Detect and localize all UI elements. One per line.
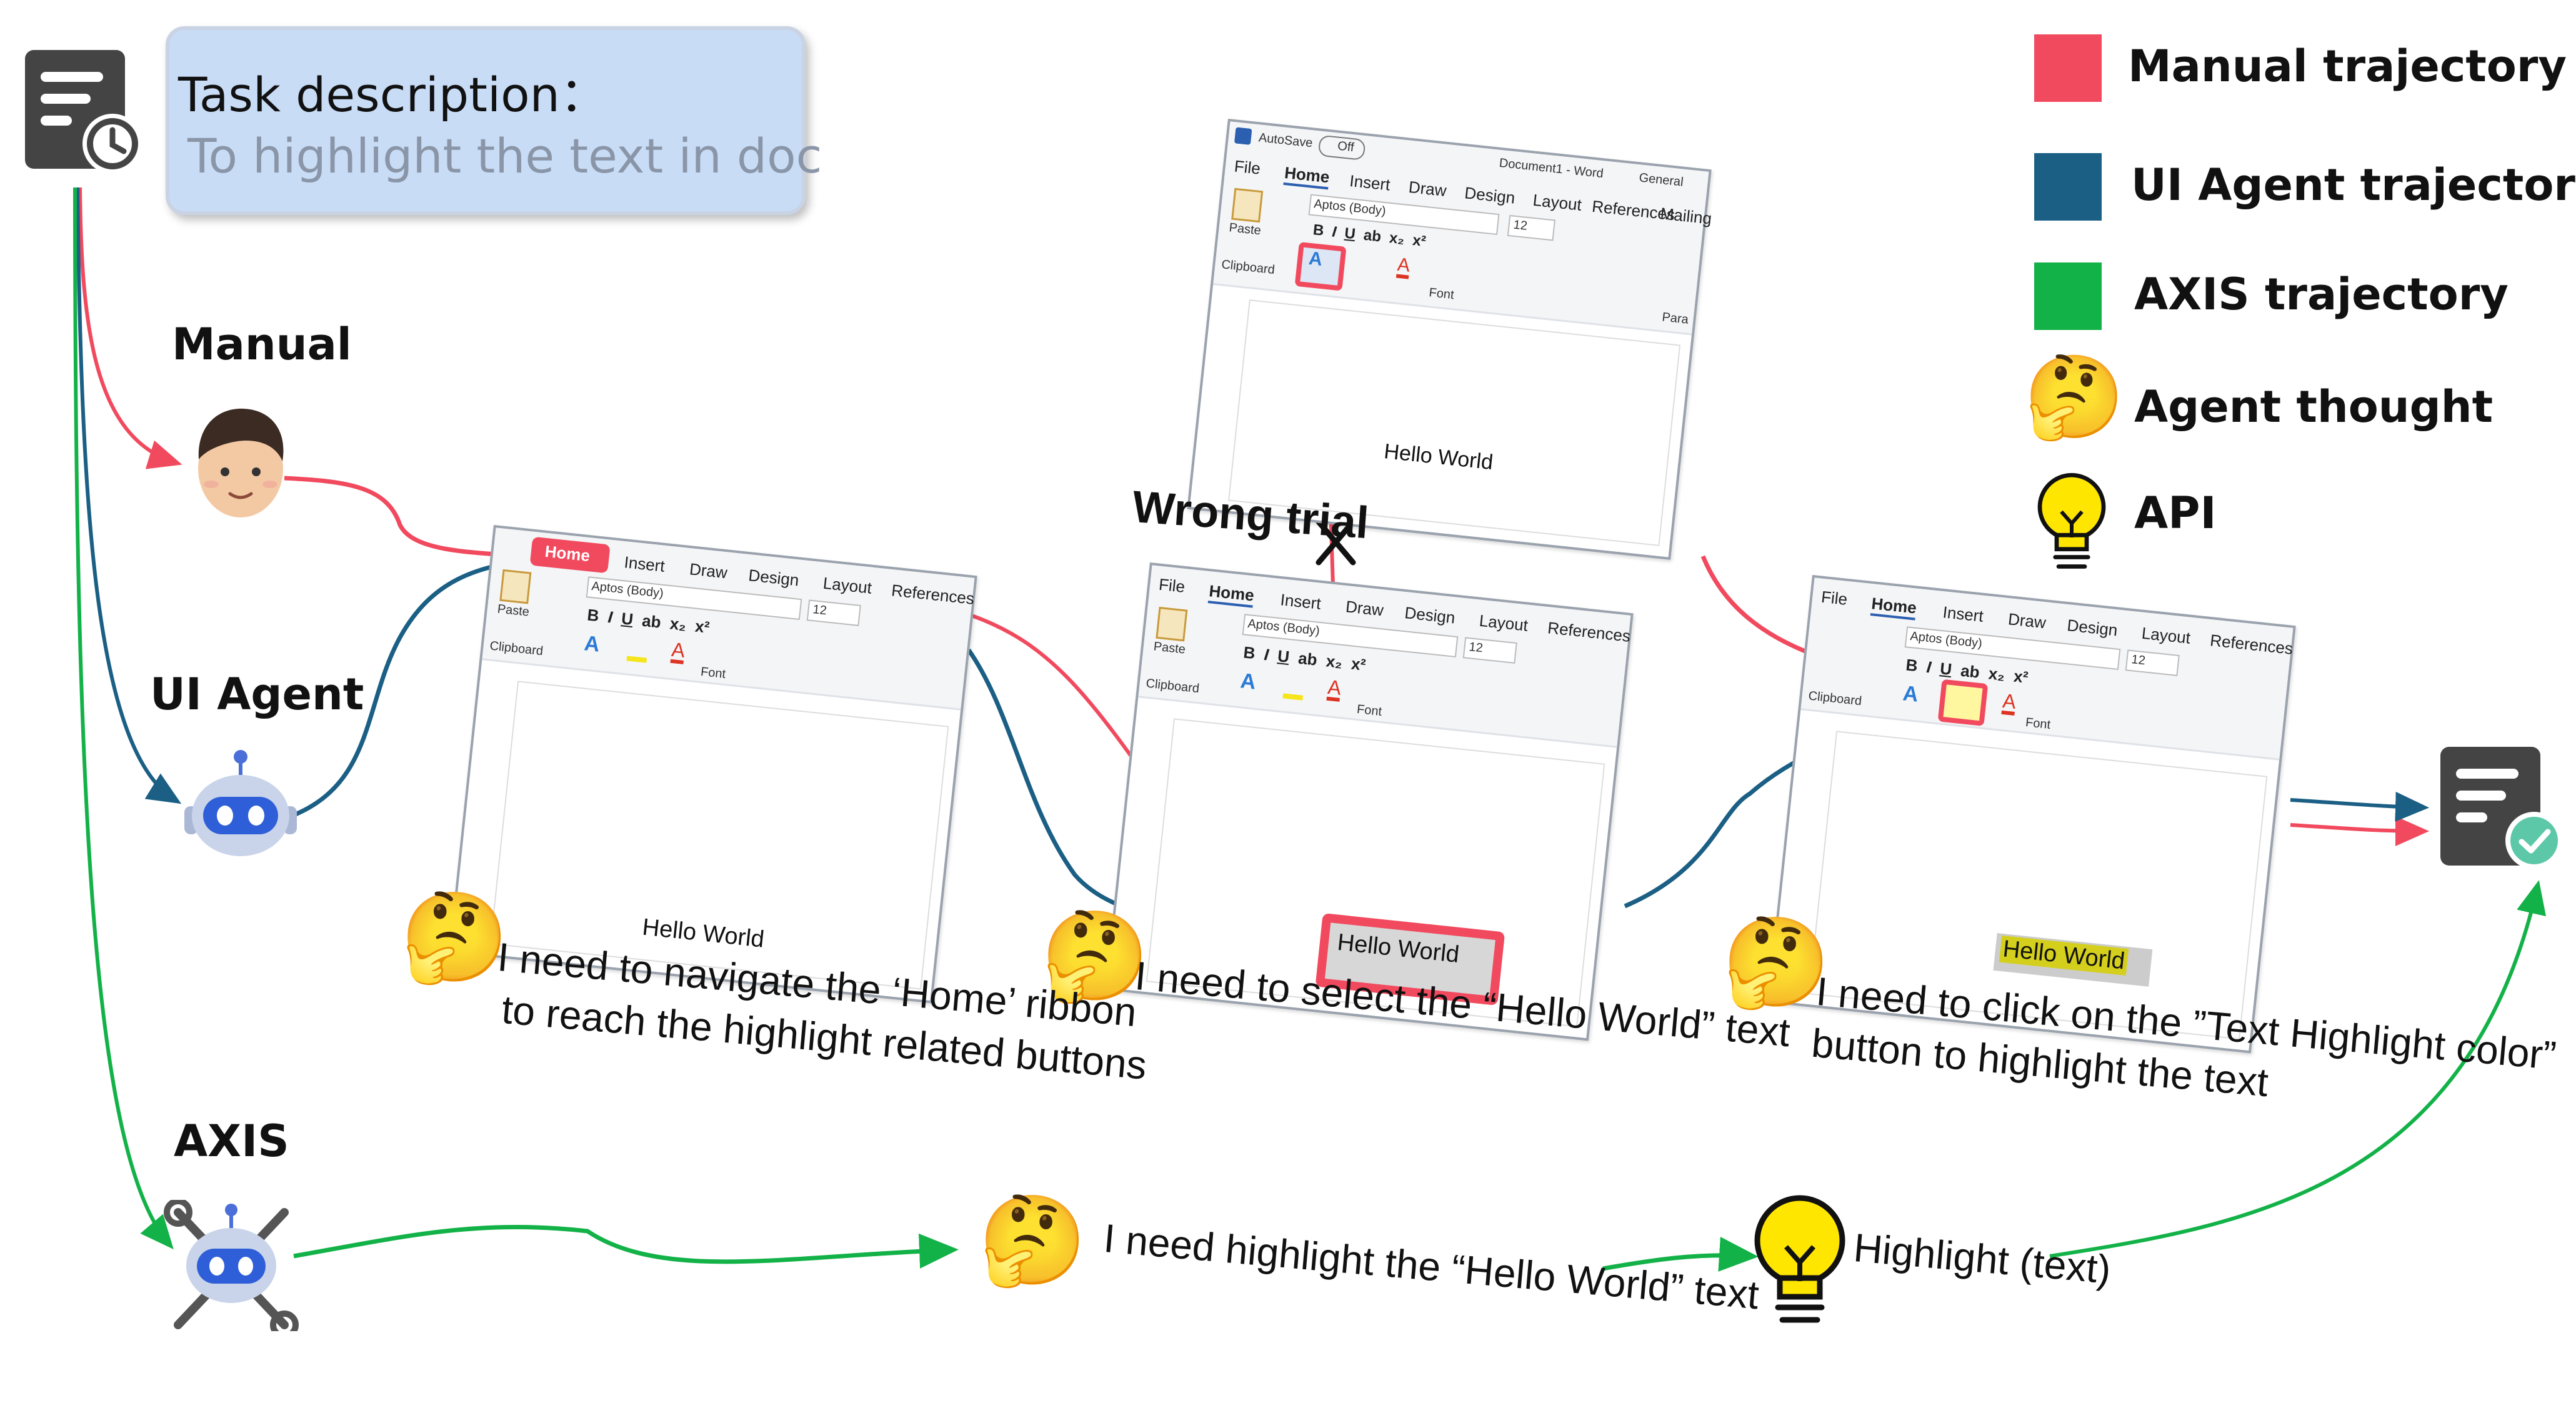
text-highlight-color-button[interactable] [1937, 679, 1989, 726]
autosave-off: Off [1337, 139, 1355, 155]
thinking-face-icon: 🤔 [1722, 913, 1831, 1011]
ui-agent-to-done [2290, 791, 2429, 822]
thinking-face-icon: 🤔 [2024, 351, 2125, 442]
paragraph-group-label: Para [1661, 310, 1689, 327]
legend-swatch-ui-agent [2034, 153, 2102, 221]
paste-icon[interactable] [499, 569, 532, 604]
tab-draw[interactable]: Draw [688, 559, 729, 582]
thinking-face-icon: 🤔 [400, 888, 509, 986]
text-effects-icon: A [1307, 247, 1324, 270]
legend-label-ui-agent: UI Agent trajectory [2131, 159, 2576, 211]
tab-home[interactable]: Home [1870, 594, 1918, 621]
robot-agent-icon [178, 747, 303, 856]
word-window-step1: Home Insert Draw Design Layout Reference… [449, 525, 977, 1004]
font-size-value: 12 [812, 602, 827, 618]
font-color-icon[interactable]: A [1326, 676, 1342, 702]
highlight-pen-icon[interactable] [626, 637, 649, 663]
text-effects-icon[interactable]: A [583, 631, 601, 657]
axis-label: AXIS [174, 1116, 289, 1167]
paste-icon[interactable] [1231, 187, 1264, 223]
text-effects-icon[interactable]: A [1902, 681, 1920, 707]
legend-label-manual: Manual trajectory [2128, 41, 2567, 92]
legend-label-api: API [2134, 487, 2217, 539]
paste-icon[interactable] [1156, 606, 1188, 642]
word-logo-icon [1234, 127, 1252, 145]
manual-to-done [2290, 816, 2429, 846]
tab-home[interactable]: Home [1207, 581, 1256, 608]
font-group-label: Font [2025, 716, 2052, 732]
tab-insert[interactable]: Insert [1349, 171, 1391, 194]
task-text: To highlight the text in doc [187, 128, 822, 184]
light-bulb-icon [1750, 1194, 1850, 1331]
tab-draw[interactable]: Draw [1344, 597, 1385, 620]
tab-file[interactable]: File [1157, 574, 1186, 596]
tab-insert[interactable]: Insert [623, 552, 666, 576]
ui-agent-to-home [283, 545, 546, 821]
font-size-value: 12 [2130, 652, 2146, 668]
legend-swatch-axis [2034, 262, 2102, 330]
font-size-value: 12 [1512, 217, 1529, 233]
manual-label: Manual [172, 319, 352, 370]
tab-insert[interactable]: Insert [1279, 590, 1322, 613]
text-effects-icon[interactable]: A [1239, 669, 1257, 694]
tab-draw[interactable]: Draw [1407, 177, 1448, 201]
ui-agent-label: UI Agent [150, 669, 364, 720]
task-title: Task description： [178, 67, 607, 122]
tab-file[interactable]: File [1233, 156, 1262, 178]
legend-label-agent-thought: Agent thought [2134, 381, 2494, 432]
font-group-label: Font [1356, 702, 1383, 719]
axis-to-done [2049, 880, 2546, 1258]
legend-label-axis: AXIS trajectory [2134, 269, 2509, 320]
thinking-face-icon: 🤔 [978, 1191, 1087, 1289]
light-bulb-icon [2034, 472, 2109, 575]
tab-file[interactable]: File [1820, 587, 1849, 609]
task-description-box [166, 26, 806, 215]
font-color-icon[interactable]: A [1395, 254, 1411, 279]
axis-to-thought [293, 1225, 959, 1269]
axis-robot-with-tools-icon [159, 1198, 303, 1339]
highlight-pen-icon[interactable] [1282, 674, 1305, 701]
tab-draw[interactable]: Draw [2007, 609, 2047, 632]
manual-trunk [78, 187, 182, 469]
font-group-label: Font [1428, 286, 1455, 302]
task-document-icon [25, 50, 153, 175]
person-avatar-icon [187, 400, 294, 525]
tab-home[interactable]: Home [1283, 163, 1330, 190]
font-color-icon[interactable]: A [670, 638, 686, 664]
font-group-label: Font [700, 664, 727, 682]
legend-swatch-manual [2034, 34, 2102, 102]
font-color-icon[interactable]: A [2001, 689, 2017, 716]
ui-agent-trunk [76, 187, 182, 804]
manual-to-home [284, 476, 546, 572]
tab-insert[interactable]: Insert [1942, 602, 1985, 626]
axis-trunk [73, 187, 174, 1250]
completed-document-icon [2440, 747, 2569, 872]
font-size-value: 12 [1468, 640, 1484, 656]
thinking-face-icon: 🤔 [1041, 907, 1150, 1005]
wrong-trial-x-icon [1315, 519, 1356, 566]
axis-to-api [1602, 1237, 1759, 1272]
